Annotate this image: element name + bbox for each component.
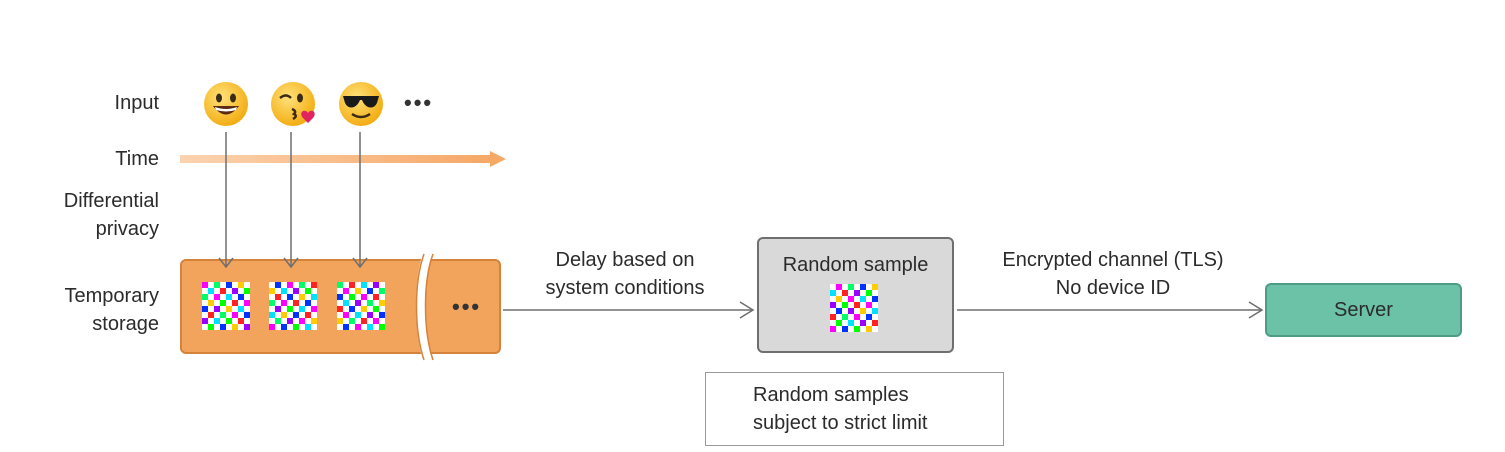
random-sample-title: Random sample	[782, 254, 929, 276]
noise-tile-1	[202, 282, 250, 330]
server-box: Server	[1265, 283, 1462, 337]
encrypted-channel-label: Encrypted channel (TLS) No device ID	[1002, 249, 1224, 299]
differential-privacy-label: Differential privacy	[63, 190, 159, 240]
temporary-storage-label: Temporary storage	[64, 285, 159, 335]
server-label: Server	[1334, 298, 1393, 321]
sample-limit-note: Random samples subject to strict limit	[705, 372, 1004, 446]
storage-ellipsis: •••	[452, 294, 482, 319]
emoji-arrow-2	[283, 132, 299, 269]
noise-tile-2	[269, 282, 317, 330]
time-arrow	[180, 151, 506, 167]
input-ellipsis: •••	[404, 90, 434, 115]
grinning-face-emoji	[203, 81, 249, 132]
emoji-arrow-3	[352, 132, 368, 269]
time-label: Time	[115, 148, 159, 170]
emoji-arrow-1	[218, 132, 234, 269]
noise-tile-3	[337, 282, 385, 330]
kissing-face-emoji	[270, 81, 318, 132]
sunglasses-face-emoji	[338, 81, 384, 132]
delay-label: Delay based on system conditions	[545, 249, 705, 299]
random-sample-box: Random sample	[757, 237, 954, 353]
input-label: Input	[114, 92, 159, 114]
sample-limit-text: Random samples subject to strict limit	[753, 384, 928, 434]
storage-to-sample-arrow	[503, 301, 755, 319]
sample-to-server-arrow	[957, 301, 1264, 319]
noise-tile-sample	[830, 284, 878, 332]
